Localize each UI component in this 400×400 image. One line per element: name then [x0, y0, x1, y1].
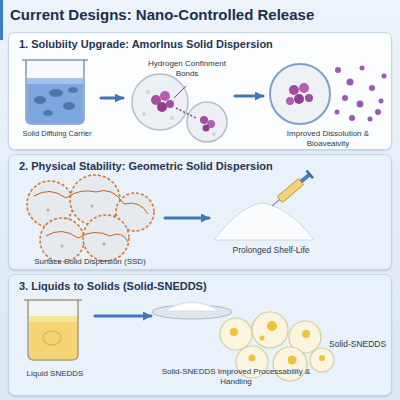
shelf-life-node: Prolonged Shelf-Life [209, 187, 333, 263]
liquid-snedds-node: Liquid SNEDDS [15, 297, 95, 385]
particle-node: Hydrogen Confinment Bonds [123, 59, 235, 147]
diagram-title: Current Designs: Nano-Controlled Release [10, 6, 314, 23]
section-panel: Solid Diffuing Carrier Hydrogen Confinmen… [8, 32, 392, 150]
node-label: Improved Dissolution & Bioaveaivity [273, 129, 383, 148]
node-label: Liquid SNEDDS [15, 369, 95, 379]
node-label: Solid-SNEDDS Improved Processability & H… [161, 367, 311, 386]
accent-bar [0, 0, 3, 40]
dissolution-node: Improved Dissolution & Bioaveaivity [263, 57, 391, 149]
section-panel: Surface Solid Dispersion (SSD) Prolonged … [8, 154, 392, 270]
node-label: Solid Diffuing Carrier [13, 129, 101, 138]
node-label: Surface Solid Dispersion (SSD) [15, 257, 165, 267]
node-label: Prolonged Shelf-Life [209, 245, 333, 255]
powder-node: Solid-SNEDDS Improved Processability & H… [151, 297, 321, 391]
section-heading: 2. Physical Stability: Geometric Solid D… [19, 160, 379, 173]
ssd-node: Surface Solid Dispersion (SSD) [15, 175, 165, 269]
section-heading: 3. Liquids to Solids (Solid-SNEDDS) [19, 280, 379, 293]
section-heading: 1. Solubiity Upgrade: Amorlnus Solid Dis… [19, 38, 379, 51]
section-panel: Liquid SNEDDS Solid-SNEDDS Improved Proce… [8, 274, 392, 396]
node-label: Hydrogen Confinment Bonds [148, 59, 226, 78]
solid-snedds-node: Solid-SNEDDS [329, 335, 393, 359]
node-label: Solid-SNEDDS [329, 339, 393, 349]
carrier-node: Solid Diffuing Carrier [13, 57, 101, 141]
